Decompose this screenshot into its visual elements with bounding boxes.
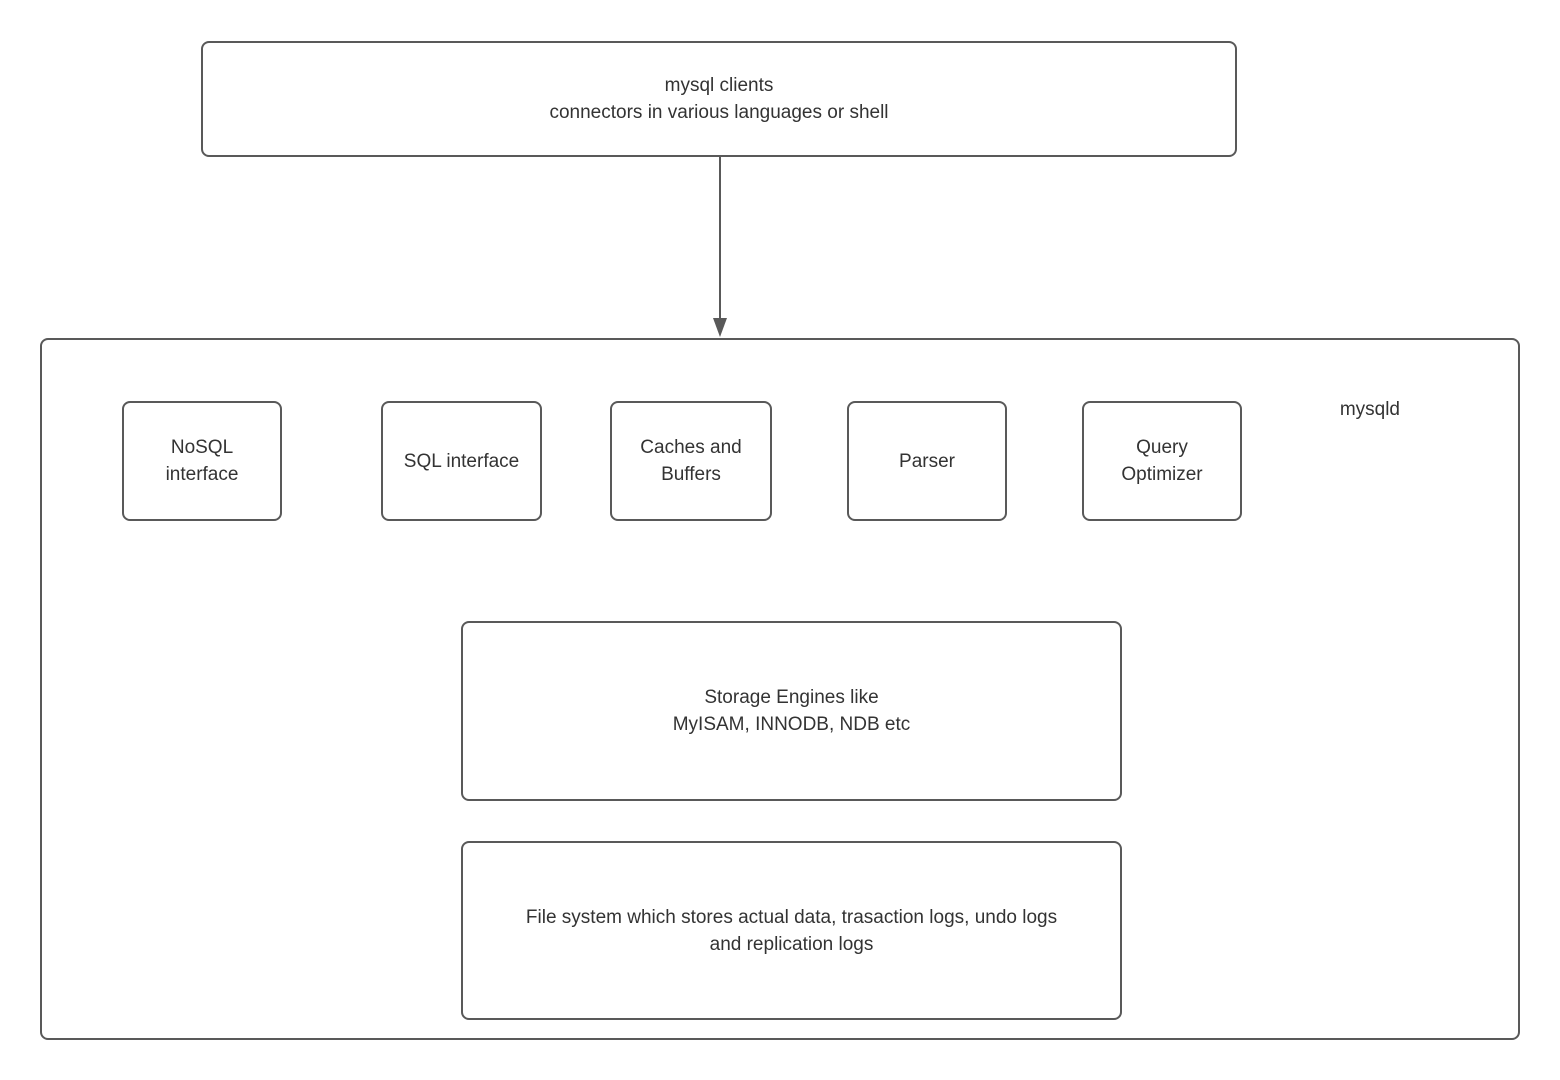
mysql-clients-label: mysql clients connectors in various lang…	[549, 75, 889, 123]
query-optimizer-label: Query Optimizer	[1121, 437, 1203, 485]
mysqld-container-box: mysqld NoSQL interface SQL interface Cac…	[40, 338, 1520, 1040]
storage-engines-label: Storage Engines like MyISAM, INNODB, NDB…	[672, 687, 911, 735]
file-system-label: File system which stores actual data, tr…	[525, 906, 1058, 955]
parser-box: Parser	[847, 401, 1007, 521]
sql-interface-box: SQL interface	[381, 401, 542, 521]
sql-interface-label: SQL interface	[403, 450, 520, 472]
file-system-box: File system which stores actual data, tr…	[461, 841, 1122, 1020]
query-optimizer-box: Query Optimizer	[1082, 401, 1242, 521]
storage-engines-box: Storage Engines like MyISAM, INNODB, NDB…	[461, 621, 1122, 801]
mysqld-label: mysqld	[1339, 399, 1400, 420]
nosql-interface-label: NoSQL interface	[165, 437, 239, 485]
parser-label: Parser	[899, 450, 955, 472]
mysql-clients-box: mysql clients connectors in various lang…	[201, 41, 1237, 157]
caches-and-buffers-box: Caches and Buffers	[610, 401, 772, 521]
nosql-interface-box: NoSQL interface	[122, 401, 282, 521]
caches-and-buffers-label: Caches and Buffers	[640, 437, 742, 485]
down-arrow-connector-icon	[713, 157, 727, 337]
